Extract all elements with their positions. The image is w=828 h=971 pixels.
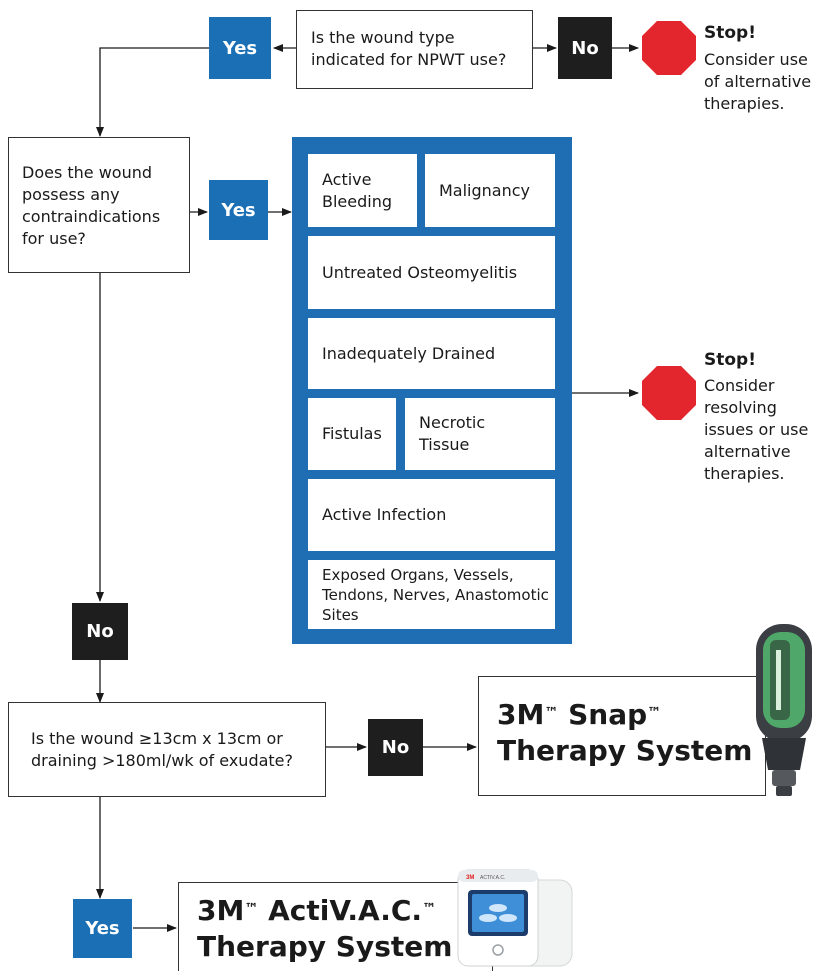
no-label-3: No [368,719,423,776]
activac-device-icon: 3M ACTIV.A.C. [457,869,573,967]
contraindication-necrotic-tissue: Necrotic Tissue [405,398,555,470]
contraindication-active-infection: Active Infection [308,479,555,551]
yes-label-1: Yes [209,17,271,79]
contraindication-exposed-organs: Exposed Organs, Vessels, Tendons, Nerves… [308,560,555,629]
contraindication-malignancy: Malignancy [425,154,555,227]
snap-device-icon [756,624,812,796]
question-npwt-indicated: Is the wound type indicated for NPWT use… [296,10,533,89]
stop-text-2: Consider resolving issues or use alterna… [704,376,809,483]
stop-title-1: Stop! [704,23,756,43]
contraindications-panel: Active Bleeding Malignancy Untreated Ost… [292,137,572,644]
activac-therapy-system-box: 3M™ ActiV.A.C.™ Therapy System [178,882,493,971]
yes-label-3: Yes [73,899,132,958]
stop-sign-icon [642,21,696,75]
snap-therapy-system-box: 3M™ Snap™ Therapy System [478,676,766,796]
yes-label-2: Yes [209,180,268,240]
stop-sign-icon [642,366,696,420]
svg-text:3M: 3M [466,875,474,881]
no-label-1: No [558,17,612,79]
contraindication-inadequately-drained: Inadequately Drained [308,318,555,389]
no-label-2: No [72,603,128,660]
svg-text:ACTIV.A.C.: ACTIV.A.C. [480,875,505,881]
question-contraindications: Does the wound possess any contraindicat… [8,137,190,273]
contraindication-osteomyelitis: Untreated Osteomyelitis [308,236,555,309]
stop-title-2: Stop! [704,350,756,370]
contraindication-fistulas: Fistulas [308,398,396,470]
stop-text-1: Consider use of alternative therapies. [704,50,812,113]
question-wound-size: Is the wound ≥13cm x 13cm or draining >1… [8,702,326,797]
contraindication-active-bleeding: Active Bleeding [308,154,417,227]
